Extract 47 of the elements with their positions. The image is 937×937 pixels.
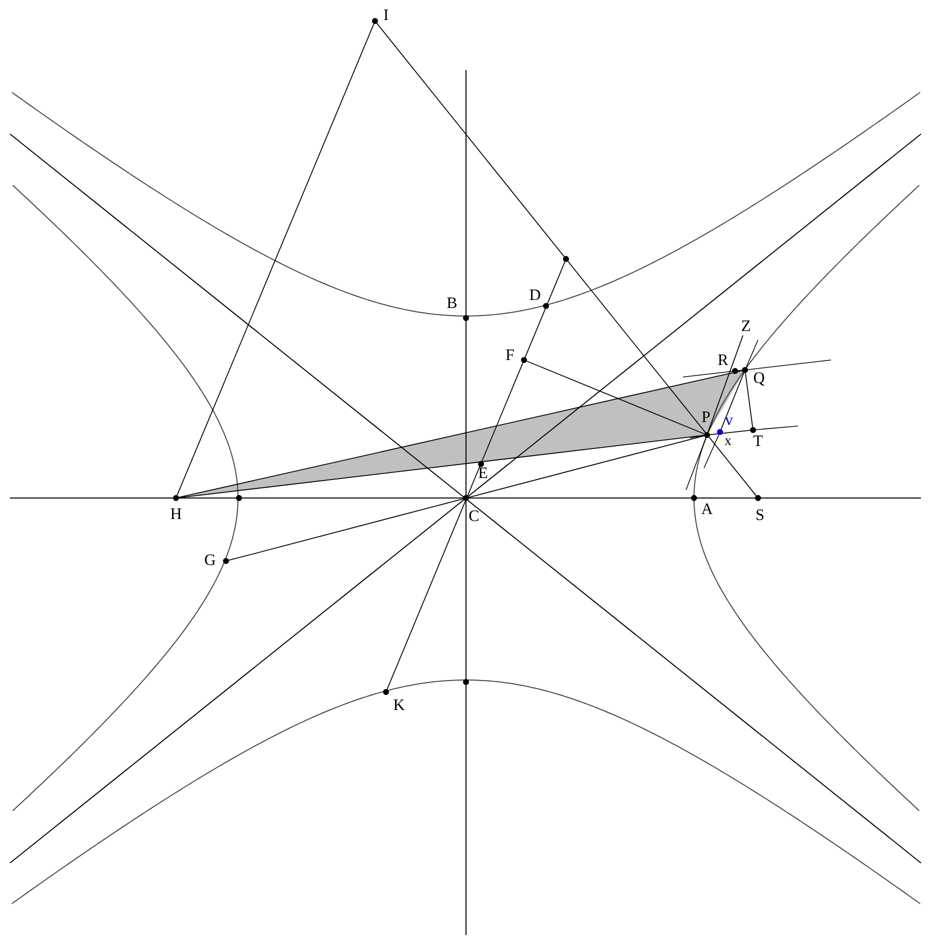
line-segment bbox=[526, 360, 705, 434]
point bbox=[717, 429, 723, 435]
point-label: T bbox=[753, 434, 763, 450]
point bbox=[463, 679, 469, 685]
point bbox=[742, 367, 748, 373]
line-segment bbox=[710, 430, 750, 436]
point-label: G bbox=[204, 553, 216, 569]
point bbox=[750, 427, 756, 433]
point bbox=[755, 495, 761, 501]
point bbox=[704, 432, 710, 438]
point-label: C bbox=[468, 509, 480, 525]
point-label: x bbox=[724, 434, 732, 450]
line-segment bbox=[176, 23, 374, 496]
line-segment bbox=[386, 261, 566, 690]
point-label: D bbox=[529, 288, 541, 304]
point-label: A bbox=[701, 502, 713, 518]
line-segment bbox=[744, 372, 754, 428]
point-label: F bbox=[506, 348, 514, 364]
point-label: S bbox=[756, 508, 764, 524]
point bbox=[223, 558, 229, 564]
point-label: Q bbox=[753, 371, 765, 387]
point bbox=[236, 495, 242, 501]
point-label: K bbox=[393, 698, 405, 714]
line-segment bbox=[178, 434, 704, 498]
point-label: H bbox=[170, 507, 182, 523]
point-label: v bbox=[725, 413, 733, 429]
point-label: R bbox=[718, 353, 728, 369]
point bbox=[521, 357, 527, 363]
point bbox=[463, 315, 469, 321]
point bbox=[563, 256, 569, 262]
point bbox=[543, 303, 549, 309]
point-label: E bbox=[478, 466, 488, 482]
line-segment bbox=[720, 372, 744, 430]
point bbox=[173, 495, 179, 501]
line-segment bbox=[738, 370, 742, 372]
line-segment bbox=[376, 22, 757, 496]
point-label: B bbox=[446, 296, 458, 312]
point bbox=[372, 18, 378, 24]
line-segment bbox=[228, 435, 705, 561]
point bbox=[383, 689, 389, 695]
point-label: P bbox=[702, 410, 710, 426]
point bbox=[463, 495, 469, 501]
point bbox=[691, 495, 697, 501]
point-label: Z bbox=[741, 319, 751, 335]
point-label: I bbox=[383, 8, 389, 24]
line-segment bbox=[708, 335, 744, 433]
point bbox=[732, 368, 738, 374]
